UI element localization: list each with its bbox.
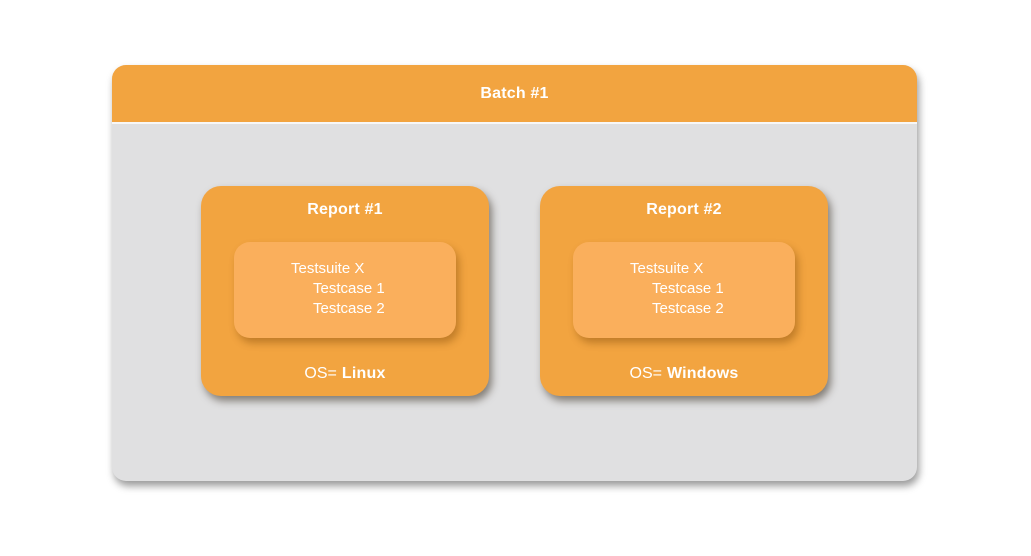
os-label: OS=	[304, 365, 337, 382]
report-card-2: Report #2 Testsuite X Testcase 1 Testcas…	[540, 186, 828, 396]
testcase-item: Testcase 2	[652, 300, 724, 317]
batch-header: Batch #1	[112, 65, 917, 124]
testsuite-box: Testsuite X Testcase 1 Testcase 2	[573, 242, 795, 338]
testsuite-box: Testsuite X Testcase 1 Testcase 2	[234, 242, 456, 338]
report-card-1: Report #1 Testsuite X Testcase 1 Testcas…	[201, 186, 489, 396]
os-line: OS=Linux	[201, 364, 489, 384]
os-label: OS=	[629, 365, 662, 382]
batch-container: Batch #1 Report #1 Testsuite X Testcase …	[112, 65, 917, 481]
os-value: Windows	[666, 365, 739, 382]
testcase-item: Testcase 1	[313, 280, 385, 297]
os-line: OS=Windows	[540, 364, 828, 384]
os-value: Linux	[341, 365, 386, 382]
batch-body: Report #1 Testsuite X Testcase 1 Testcas…	[112, 124, 917, 396]
batch-title: Batch #1	[480, 84, 549, 102]
report-title: Report #1	[307, 201, 383, 218]
report-title: Report #2	[646, 201, 722, 218]
testcase-item: Testcase 2	[313, 300, 385, 317]
testsuite-name: Testsuite X	[291, 260, 365, 277]
testsuite-name: Testsuite X	[630, 260, 704, 277]
testcase-item: Testcase 1	[652, 280, 724, 297]
